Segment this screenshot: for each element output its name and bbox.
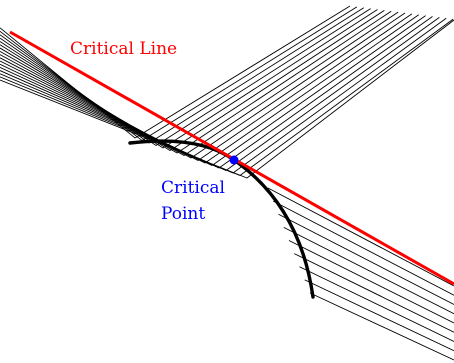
critical-point-label-line2: Point	[161, 204, 205, 224]
lower-line-3	[283, 226, 454, 315]
lower-line-6	[299, 266, 454, 342]
upper-line-4	[0, 9, 378, 149]
upper-line-12	[0, 16, 433, 169]
upper-line-0	[0, 5, 351, 139]
upper-line-5	[0, 9, 385, 152]
lower-line-1	[273, 200, 454, 296]
upper-line-11	[0, 15, 426, 167]
critical-line-label: Critical Line	[70, 39, 177, 59]
upper-line-7	[0, 11, 399, 157]
upper-line-14	[0, 17, 447, 174]
lower-line-5	[294, 253, 454, 333]
lower-line-7	[304, 279, 454, 352]
upper-line-8	[0, 12, 406, 159]
upper-line-16	[0, 19, 454, 179]
upper-line-10	[0, 14, 420, 164]
lower-line-4	[288, 240, 454, 324]
upper-line-9	[0, 13, 413, 162]
boundary-curve	[128, 139, 315, 299]
critical-point-label-line1: Critical	[161, 178, 225, 198]
critical-point-marker	[229, 155, 239, 165]
tangent-line-family	[0, 5, 454, 361]
upper-line-3	[0, 8, 371, 147]
lower-line-8	[309, 292, 454, 361]
lower-line-0	[267, 187, 454, 287]
lower-line-2	[278, 213, 454, 305]
upper-line-6	[0, 10, 392, 154]
upper-line-15	[0, 18, 454, 177]
